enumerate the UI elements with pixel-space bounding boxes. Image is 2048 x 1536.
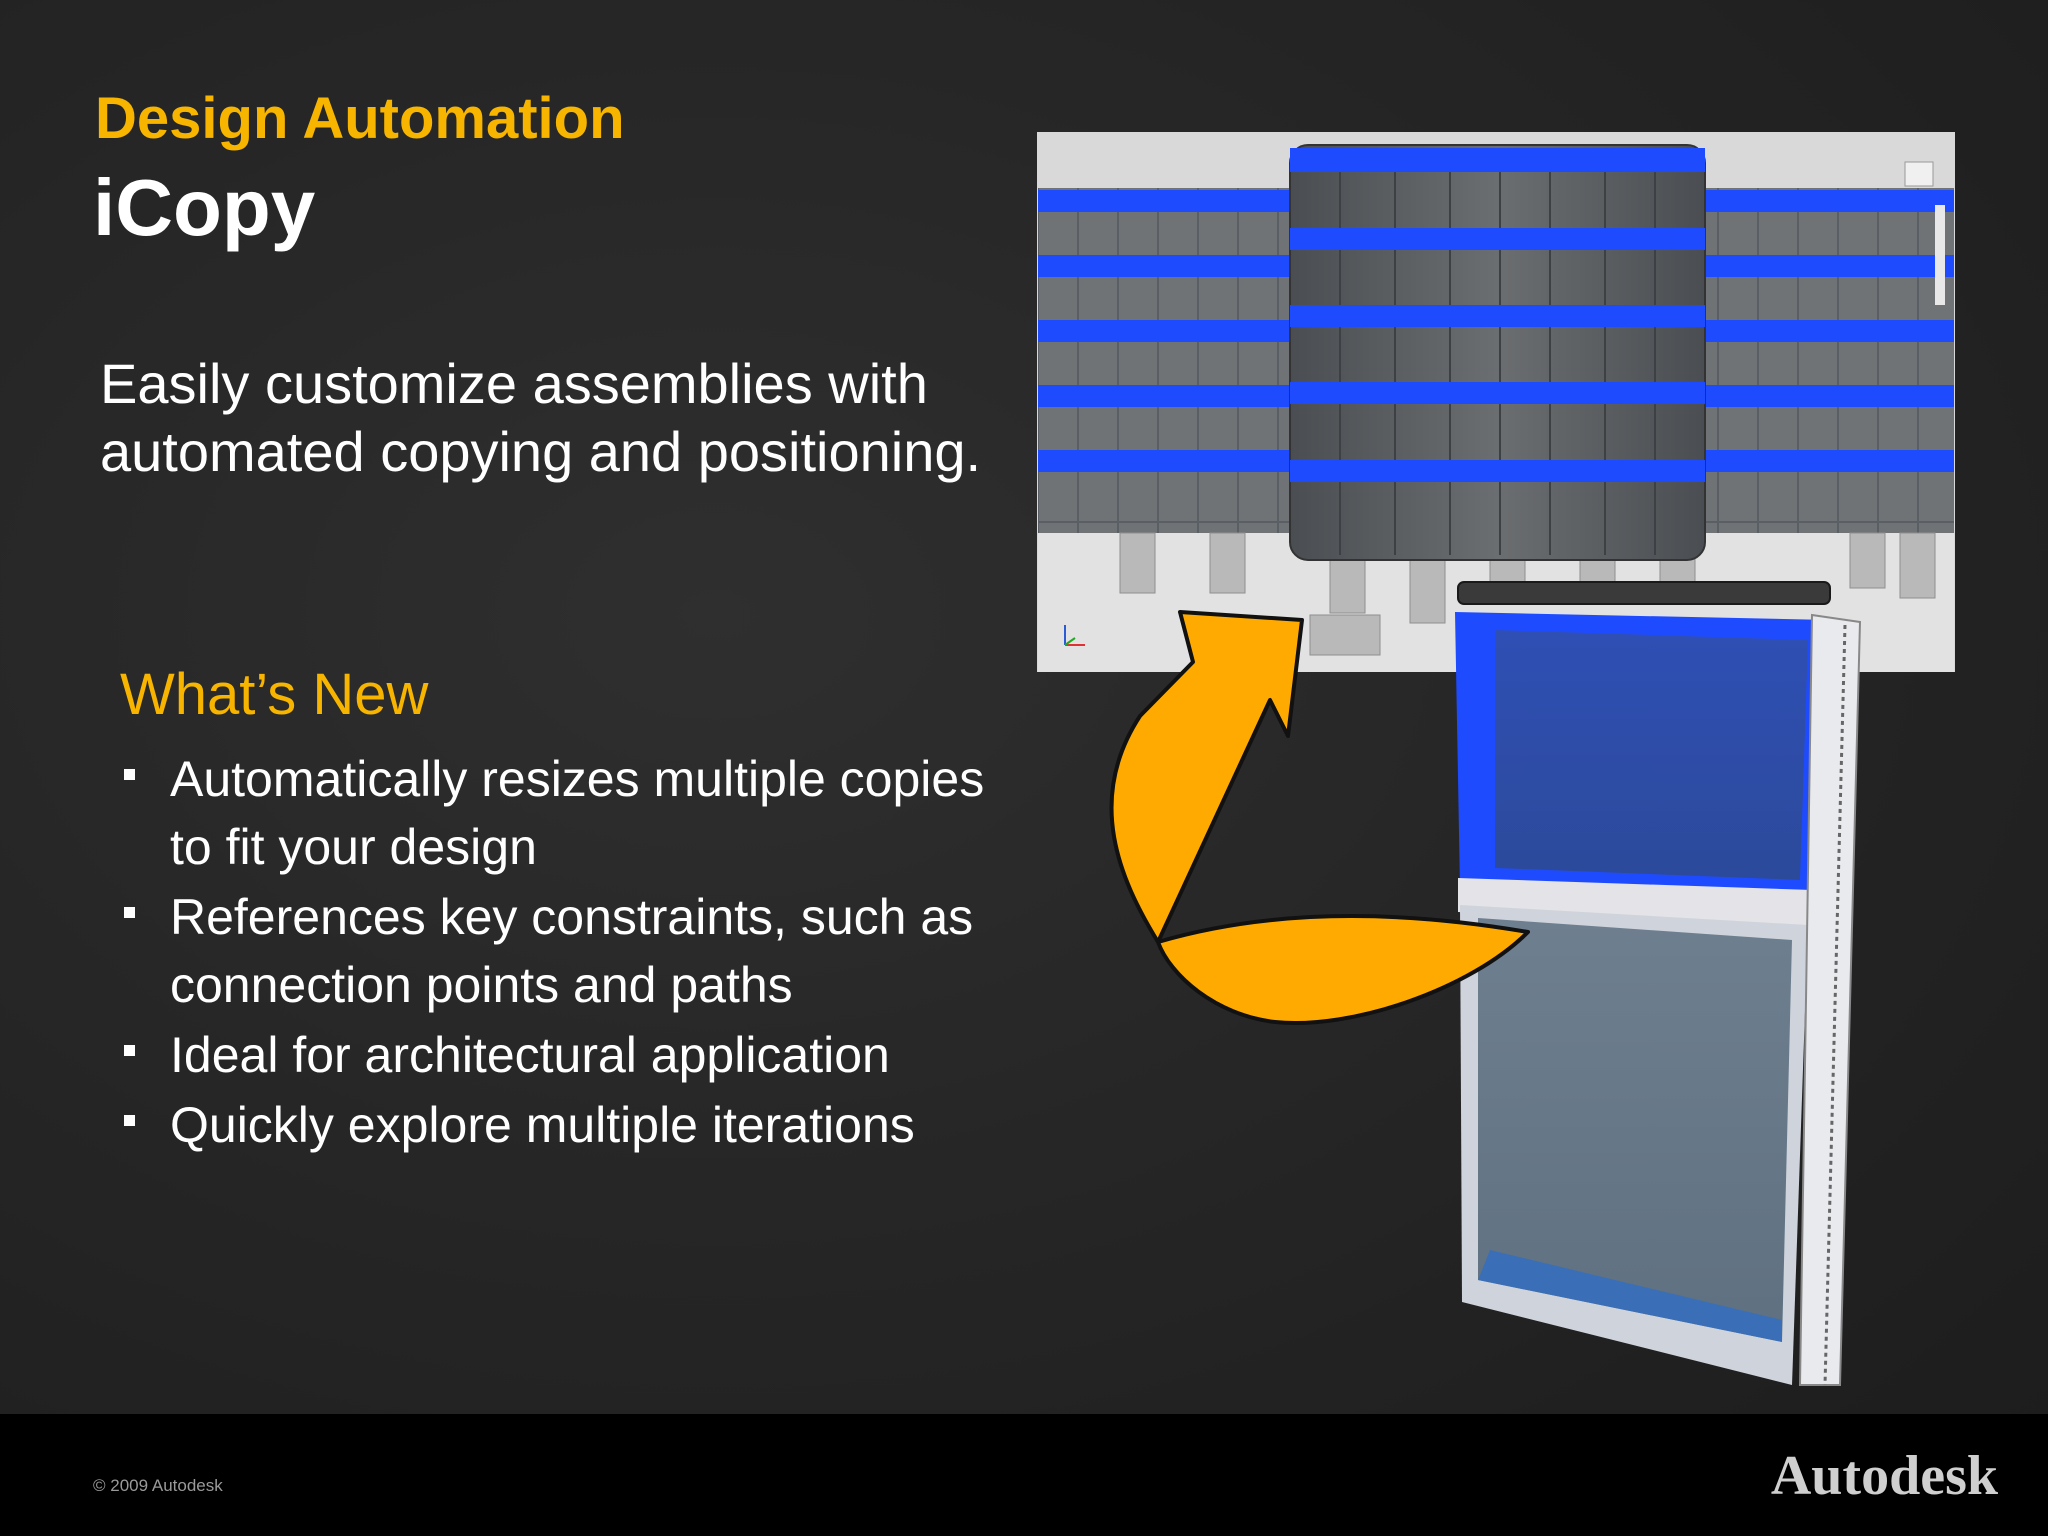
list-item: Automatically resizes multiple copies to… [120, 745, 1020, 881]
copyright: © 2009 Autodesk [93, 1476, 223, 1495]
slide-kicker: Design Automation [95, 86, 625, 151]
slide-title: iCopy [93, 163, 316, 252]
curved-arrow-icon [1109, 610, 1530, 1025]
bullet-square-icon [124, 769, 135, 780]
list-item: References key constraints, such as conn… [120, 883, 1020, 1019]
bullet-square-icon [124, 1045, 135, 1056]
slide-intro: Easily customize assemblies with automat… [100, 352, 982, 483]
building-viewport [1037, 132, 1955, 672]
curtain-wall-panel [1455, 581, 1862, 1386]
bullet-square-icon [124, 1115, 135, 1126]
list-item: Quickly explore multiple iterations [120, 1091, 1020, 1159]
list-item-text: Automatically resizes multiple copies to… [170, 751, 985, 875]
list-item-text: Quickly explore multiple iterations [170, 1097, 915, 1153]
list-item: Ideal for architectural application [120, 1021, 1020, 1089]
whats-new-list: Automatically resizes multiple copies to… [120, 745, 1020, 1161]
whats-new-heading: What’s New [120, 662, 429, 727]
footer-bar: © 2009 Autodesk Autodesk [0, 1414, 2048, 1536]
list-item-text: References key constraints, such as conn… [170, 889, 974, 1013]
icopy-illustration [1037, 132, 1955, 1386]
bullet-square-icon [124, 907, 135, 918]
autodesk-logo: Autodesk [1770, 1445, 1998, 1507]
axis-triad-icon [1064, 625, 1085, 646]
list-item-text: Ideal for architectural application [170, 1027, 890, 1083]
